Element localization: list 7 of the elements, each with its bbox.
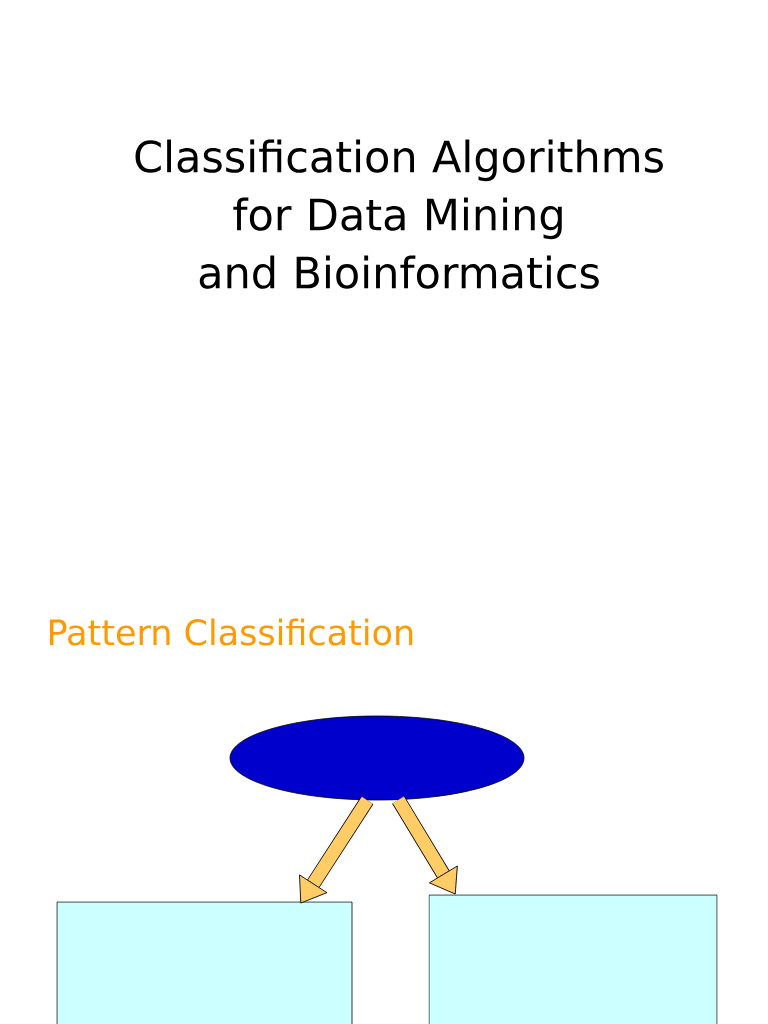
ellipse xyxy=(229,715,525,801)
box xyxy=(56,901,353,1024)
block-arrow xyxy=(392,796,458,895)
block-arrow xyxy=(299,796,374,904)
title: Classification Algorithms for Data Mining and Bioinformatics xyxy=(135,139,663,289)
heading: Pattern Classification xyxy=(49,618,413,646)
box xyxy=(428,894,718,1024)
